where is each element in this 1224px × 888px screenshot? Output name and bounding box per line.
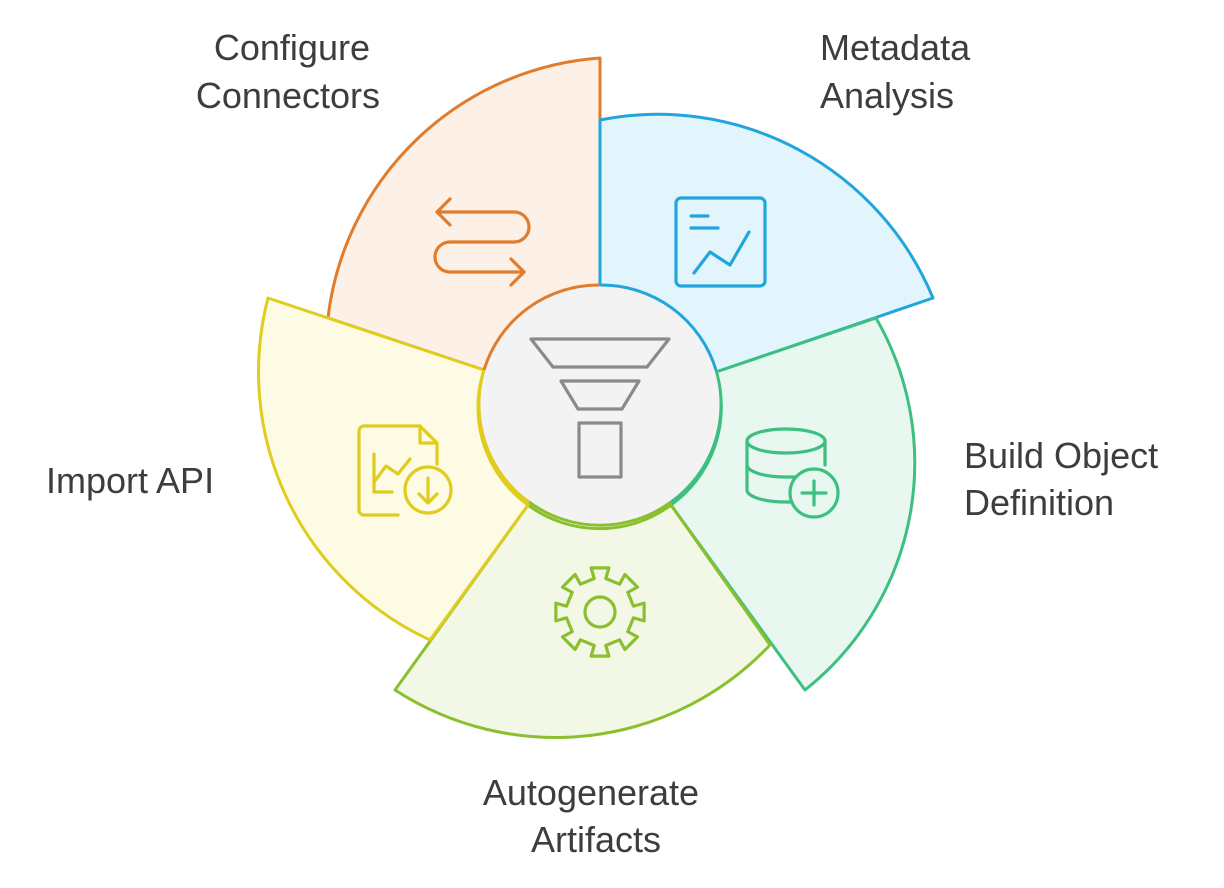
segment-autogenerate-artifacts-shape [393, 503, 772, 739]
hub-ring-yellow [477, 369, 530, 504]
arrows-exchange-icon [433, 197, 531, 287]
hub-ring-green [670, 369, 723, 504]
hub-ring-lime [528, 500, 672, 527]
hub[interactable] [477, 283, 723, 527]
label-import-api: Import API [46, 460, 214, 501]
hub-ring-blue [599, 283, 718, 371]
segment-autogenerate-artifacts[interactable] [393, 503, 772, 739]
document-download-icon [357, 424, 453, 517]
gear-icon [554, 566, 646, 658]
label-import-api-line-1: Import API [46, 460, 214, 501]
label-metadata-analysis-line-1: Metadata [820, 27, 971, 68]
label-configure-connectors-line-1: Configure [214, 27, 370, 68]
label-build-object-definition: Build Object Definition [964, 435, 1168, 523]
hub-ring-orange [482, 283, 601, 371]
segment-import-api[interactable] [257, 296, 530, 642]
chart-trend-icon [674, 196, 767, 288]
label-configure-connectors-line-2: Connectors [196, 75, 380, 116]
segment-build-object-definition[interactable] [669, 316, 917, 692]
label-metadata-analysis-line-2: Analysis [820, 75, 954, 116]
label-build-object-definition-line-2: Definition [964, 482, 1114, 523]
label-configure-connectors: Configure Connectors [196, 27, 380, 116]
segment-metadata-analysis[interactable] [598, 112, 935, 374]
database-add-icon [745, 427, 840, 519]
label-autogenerate-artifacts-line-1: Autogenerate [483, 772, 699, 813]
hub-circle [480, 285, 720, 525]
label-autogenerate-artifacts-line-2: Artifacts [531, 819, 661, 860]
label-build-object-definition-line-1: Build Object [964, 435, 1158, 476]
label-metadata-analysis: Metadata Analysis [820, 27, 980, 116]
funnel-icon [529, 337, 671, 479]
label-autogenerate-artifacts: Autogenerate Artifacts [483, 772, 709, 860]
